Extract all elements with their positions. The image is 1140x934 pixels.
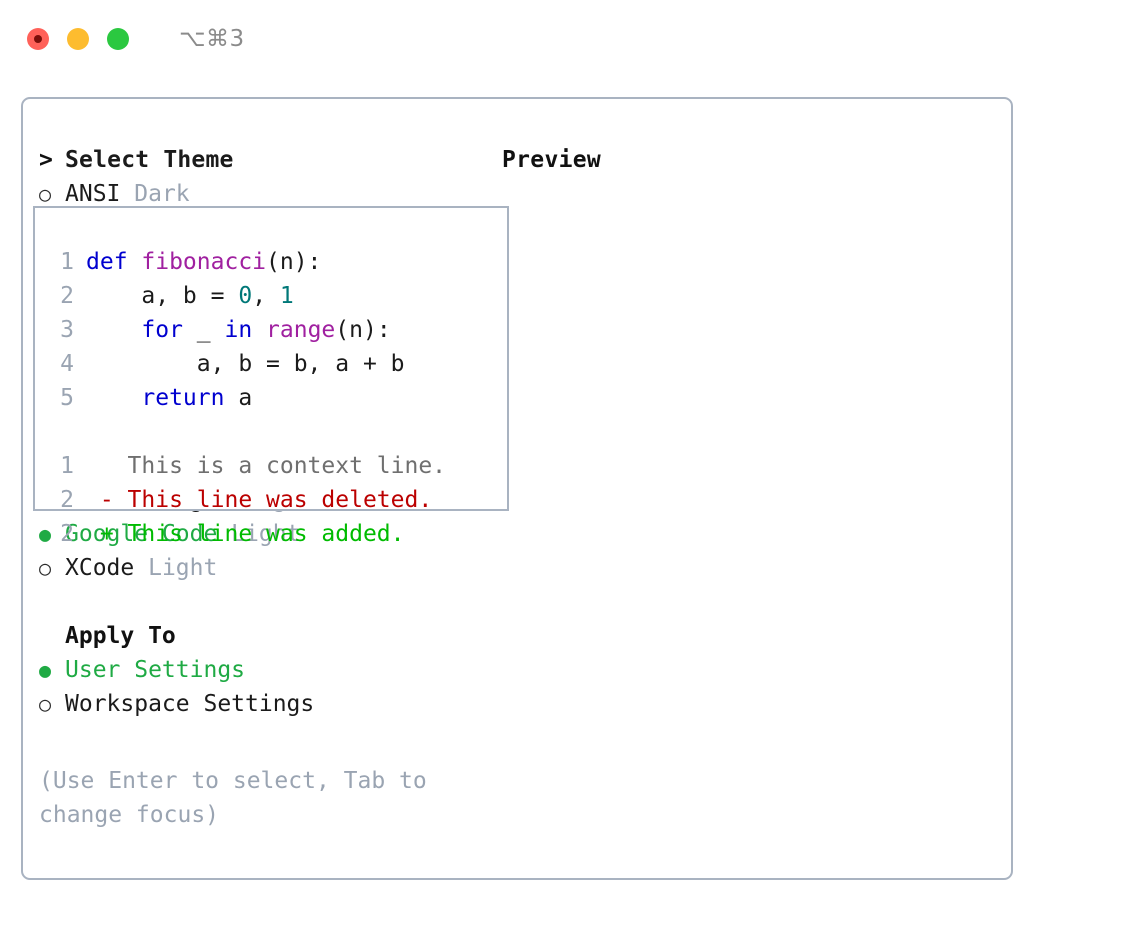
theme-option-label: XCode [65,555,149,581]
code-token: def [86,249,142,275]
code-token: range [266,317,336,343]
code-token: return [141,385,225,411]
minimize-button[interactable] [67,28,89,50]
diff-line-text: This is a context line. [86,453,447,479]
code-token: (n): [335,317,391,343]
diff-line-ctx: 1 This is a context line. [52,449,446,483]
preview-pane: Preview [502,147,992,181]
code-line-number: 1 [60,249,74,275]
zoom-button[interactable] [107,28,129,50]
diff-line-del: 2 - This line was deleted. [52,483,446,517]
theme-option-variant: Light [148,555,218,581]
preview-gap [52,415,446,449]
diff-line-number: 2 [60,487,74,513]
keyboard-hint: (Use Enter to select, Tab to change focu… [39,768,441,828]
radio-unselected-icon: ○ [39,692,52,716]
diff-line-number: 2 [60,521,74,547]
code-token: a [224,385,253,411]
code-line-number: 5 [60,385,74,411]
theme-option-variant: Dark [134,181,190,207]
code-line: 2 a, b = 0, 1 [52,279,446,313]
apply-to-option-label: User Settings [65,657,246,683]
code-line-number: 4 [60,351,74,377]
code-token: a, b = [86,283,239,309]
theme-option-ansi[interactable]: ○ ANSI Dark [39,181,499,215]
code-token: a, b = b, a + b [86,351,405,377]
theme-option-label: Google Code [65,521,232,547]
main-panel: > Select Theme ○ANSI Dark○Atom One Dark○… [21,97,1013,880]
code-line: 1 def fibonacci(n): [52,245,446,279]
code-line: 4 a, b = b, a + b [52,347,446,381]
theme-option-google-code[interactable]: ● Google Code Light [39,521,499,555]
code-token: _ [182,317,225,343]
preview-title: Preview [502,147,602,173]
apply-to-option-label: Workspace Settings [65,691,315,717]
radio-selected-icon: ● [39,522,52,546]
theme-picker-heading-label: Select Theme [65,147,234,173]
apply-to-option-user-settings[interactable]: ● User Settings [39,657,499,691]
window-titlebar: ⌥⌘3 [0,0,1140,78]
code-token [252,317,266,343]
apply-to-option-list: ● User Settings ○ Workspace Settings [39,657,499,725]
diff-line-add: 2 + This line was added. [52,517,446,551]
window-title: ⌥⌘3 [179,26,245,52]
theme-option-variant: Light [231,521,301,547]
code-token: fibonacci [141,249,267,275]
close-button[interactable] [27,28,49,50]
diff-line-number: 1 [60,453,74,479]
theme-option-label: ANSI [65,181,135,207]
code-token: for [141,317,183,343]
radio-unselected-icon: ○ [39,182,52,206]
radio-unselected-icon: ○ [39,556,52,580]
code-token [86,385,141,411]
code-line: 3 for _ in range(n): [52,313,446,347]
code-token: (n): [266,249,322,275]
code-token [86,317,141,343]
apply-to-heading: Apply To [39,623,499,657]
apply-to-option-workspace-settings[interactable]: ○ Workspace Settings [39,691,499,725]
list-spacer [39,589,499,623]
diff-line-text: + This line was added. [86,521,405,547]
diff-line-text: - This line was deleted. [86,487,433,513]
window-controls [27,28,129,50]
code-token: in [224,317,253,343]
code-token: 1 [279,283,294,309]
apply-to-marker [39,625,65,648]
radio-selected-icon: ● [39,658,52,682]
code-token: 0 [238,283,253,309]
code-line-number: 2 [60,283,74,309]
theme-picker-heading: > Select Theme [39,147,499,181]
apply-to-heading-label: Apply To [65,623,176,649]
code-line-number: 3 [60,317,74,343]
code-line: 5 return a [52,381,446,415]
theme-option-xcode[interactable]: ○ XCode Light [39,555,499,589]
prompt-caret-icon: > [39,147,54,173]
code-token: , [252,283,280,309]
